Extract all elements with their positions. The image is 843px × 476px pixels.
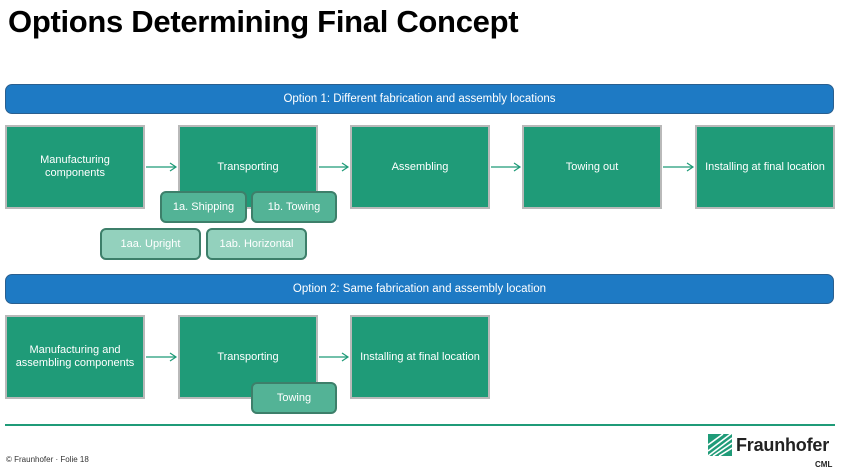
step-installing-final-location: Installing at final location [695, 125, 835, 209]
logo-name: Fraunhofer [736, 435, 830, 455]
step-installing-final-location-2: Installing at final location [350, 315, 490, 399]
arrow-1-2 [319, 162, 350, 172]
sub-horizontal: 1ab. Horizontal [206, 228, 307, 260]
sub-towing-2: Towing [251, 382, 337, 414]
logo-sub: CML [815, 460, 833, 469]
step-towing-out: Towing out [522, 125, 662, 209]
option1-banner: Option 1: Different fabrication and asse… [5, 84, 834, 114]
step-assembling: Assembling [350, 125, 490, 209]
arrow-1-3 [491, 162, 522, 172]
page-title: Options Determining Final Concept [8, 4, 519, 39]
fraunhofer-logo: Fraunhofer CML [708, 432, 838, 472]
option2-banner: Option 2: Same fabrication and assembly … [5, 274, 834, 304]
arrow-2-2 [319, 352, 350, 362]
arrow-2-1 [146, 352, 178, 362]
fraunhofer-logo-icon [708, 434, 732, 456]
footer-text: © Fraunhofer · Folie 18 [6, 455, 89, 464]
sub-towing: 1b. Towing [251, 191, 337, 223]
sub-upright: 1aa. Upright [100, 228, 201, 260]
sub-shipping: 1a. Shipping [160, 191, 247, 223]
footer-rule [5, 424, 835, 426]
step-manufacturing-assembling: Manufacturing and assembling components [5, 315, 145, 399]
arrow-1-1 [146, 162, 178, 172]
arrow-1-4 [663, 162, 695, 172]
step-manufacturing-components: Manufacturing components [5, 125, 145, 209]
